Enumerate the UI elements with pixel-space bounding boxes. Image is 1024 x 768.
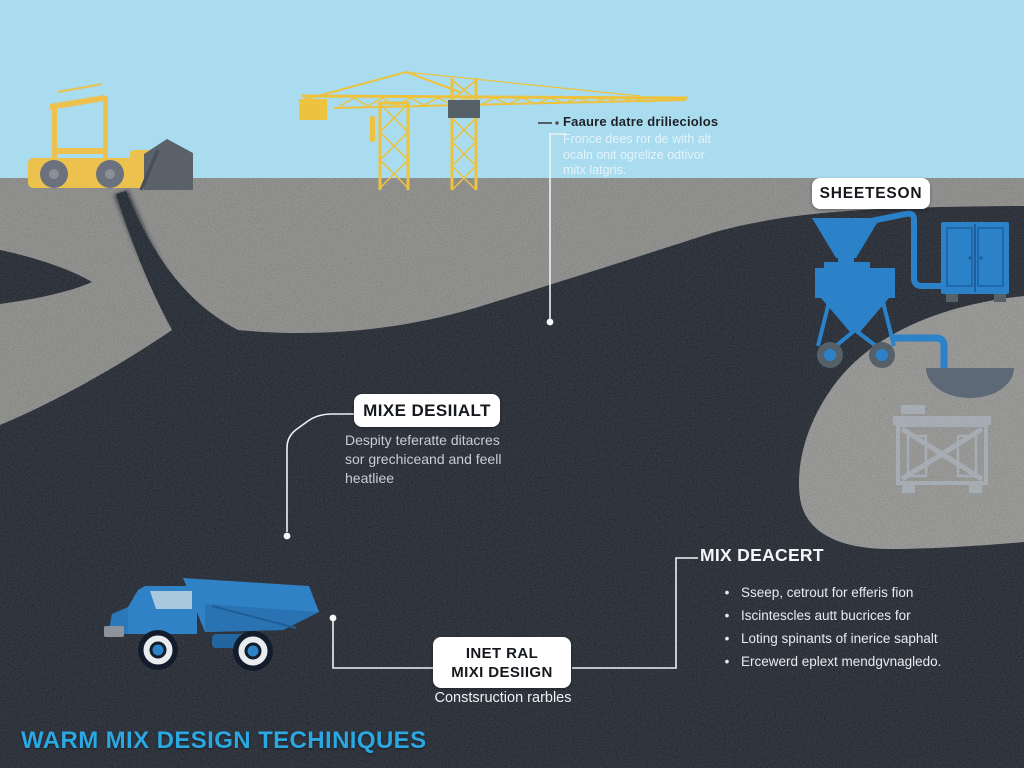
bullet-dot: • xyxy=(724,585,730,600)
bullet-item: • Iscintescles autt bucrices for xyxy=(722,604,941,627)
blue-dump-truck-icon xyxy=(104,578,319,671)
leader-crane-note xyxy=(549,133,566,319)
leader-inet-to-truck xyxy=(332,621,435,669)
crane-note-line: Fronce dees ror de with alt xyxy=(563,132,711,146)
bullet-text: Iscintescles autt bucrices for xyxy=(741,608,911,623)
bullet-dot: • xyxy=(724,631,730,646)
tower-crane-icon xyxy=(299,70,689,191)
blue-mixing-plant-icon xyxy=(812,210,1014,398)
inet-ral-label: INET RAL MIXI DESIIGN xyxy=(433,637,571,688)
scoop-icon xyxy=(926,368,1014,398)
bullet-text: Ercewerd eplext mendgvnagledo. xyxy=(741,654,942,669)
leader-lines xyxy=(283,121,698,669)
inet-caption: Constsruction rarbles xyxy=(434,690,572,706)
leader-inet-to-deacert xyxy=(572,557,698,669)
shed-icon xyxy=(139,139,193,191)
mixe-note: Despity teferatte ditacres sor grechicea… xyxy=(345,431,501,488)
inet-ral-line1: INET RAL xyxy=(465,644,539,662)
bullet-dot: • xyxy=(724,608,730,623)
crane-note-body: Fronce dees ror de with alt ocaln onit o… xyxy=(563,132,711,179)
bullet-item: • Loting spinants of inerice saphalt xyxy=(722,627,941,650)
crane-note-line: ocaln onit ogrelize odtivor xyxy=(563,147,705,162)
page-title: WARM MIX DESIGN TECHINIQUES xyxy=(21,727,427,754)
sheeteson-label: SHEETESON xyxy=(812,178,930,209)
mix-deacert-heading: MIX DEACERT xyxy=(700,545,824,565)
bullet-text: Sseep, cetrout for efferis fion xyxy=(741,585,914,600)
faded-generator-icon xyxy=(893,405,991,493)
mixe-note-line: heatliee xyxy=(345,470,395,486)
leader-mixe xyxy=(286,413,356,532)
bullet-item: • Sseep, cetrout for efferis fion xyxy=(722,581,941,604)
pipe-icon xyxy=(870,210,942,289)
crane-note-heading: Faaure datre drilieciolos xyxy=(563,114,719,129)
mixe-note-line: Despity teferatte ditacres xyxy=(345,432,500,448)
bullet-dot: • xyxy=(724,654,730,669)
mix-deacert-bullet-list: • Sseep, cetrout for efferis fion • Isci… xyxy=(722,581,942,673)
crane-note-line: mitx latgris. xyxy=(563,163,627,177)
bullet-text: Loting spinants of inerice saphalt xyxy=(741,631,938,646)
output-pipe-icon xyxy=(893,334,948,368)
mixe-note-line: sor grechiceand and feell xyxy=(345,451,502,467)
mixe-desiialt-label: MIXE DESIIALT xyxy=(354,394,500,427)
bullet-item: • Ercewerd eplext mendgvnagledo. xyxy=(722,650,942,673)
control-cabinet-icon xyxy=(941,222,1009,302)
inet-ral-line2: MIXI DESIIGN xyxy=(451,663,553,681)
